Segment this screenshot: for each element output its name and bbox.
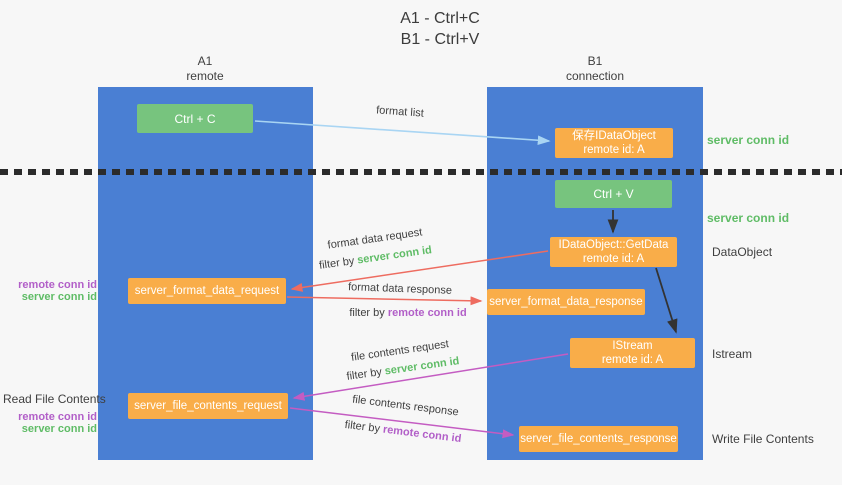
label-format-list: format list	[375, 104, 425, 120]
label-server-conn-id: server conn id	[21, 291, 97, 303]
node-server-file-contents-request: server_file_contents_request	[128, 393, 288, 419]
label-remote-conn-id: remote conn id	[18, 411, 97, 423]
save-idataobject-line1: 保存IDataObject	[572, 130, 656, 142]
label-format-data-response: format data response	[347, 281, 453, 297]
node-server-format-data-request: server_format_data_request	[128, 278, 286, 304]
filter-key-server-conn-id: server conn id	[356, 244, 433, 267]
label-remote-conn-id: remote conn id	[18, 279, 97, 291]
filter-key-server-conn-id: server conn id	[383, 355, 461, 378]
ctrl-c-label: Ctrl + C	[174, 111, 216, 126]
label-server-conn-id-mid: server conn id	[707, 211, 790, 225]
filter-prefix: filter by	[344, 418, 384, 436]
server-format-data-response-label: server_format_data_response	[489, 296, 643, 308]
filter-prefix: filter by	[349, 307, 388, 319]
node-server-file-contents-response: server_file_contents_response	[519, 426, 678, 452]
session-divider-dotted-line	[0, 169, 842, 175]
label-dataobject: DataObject	[712, 245, 773, 259]
label-istream: Istream	[712, 347, 753, 361]
label-server-conn-id: server conn id	[21, 423, 97, 435]
server-format-data-request-label: server_format_data_request	[134, 285, 280, 297]
server-file-contents-request-label: server_file_contents_request	[134, 400, 282, 412]
node-istream: IStream remote id: A	[570, 338, 695, 368]
lane-header-a1: A1 remote	[145, 54, 265, 84]
arrow-format-data-response	[286, 296, 483, 306]
server-file-contents-response-label: server_file_contents_response	[520, 433, 677, 445]
diagram-title: A1 - Ctrl+C B1 - Ctrl+V	[340, 8, 540, 50]
label-write-file-contents: Write File Contents	[712, 432, 814, 446]
filter-key-remote-conn-id: remote conn id	[387, 307, 467, 319]
filter-prefix: filter by	[345, 365, 386, 383]
node-ctrl-c: Ctrl + C	[137, 104, 253, 133]
label-read-file-contents: Read File Contents	[3, 392, 106, 406]
lane-b1-subtitle: connection	[565, 69, 625, 83]
filter-prefix: filter by	[318, 254, 359, 272]
title-line-ctrl-c: A1 - Ctrl+C	[400, 10, 480, 27]
istream-line1: IStream	[612, 340, 653, 352]
getdata-line1: IDataObject::GetData	[558, 239, 669, 251]
filter-key-remote-conn-id: remote conn id	[382, 423, 462, 446]
node-save-idataobject: 保存IDataObject remote id: A	[555, 128, 673, 158]
label-format-conn-ids: remote conn id server conn id	[10, 279, 97, 303]
getdata-line2: remote id: A	[582, 253, 645, 265]
lane-a1-name: A1	[197, 54, 213, 68]
node-ctrl-v: Ctrl + V	[555, 180, 672, 208]
node-idataobject-getdata: IDataObject::GetData remote id: A	[550, 237, 677, 267]
save-idataobject-line2: remote id: A	[583, 144, 645, 156]
lane-a1-subtitle: remote	[186, 69, 224, 83]
label-server-conn-id-top: server conn id	[707, 133, 790, 147]
lane-header-b1: B1 connection	[535, 54, 655, 84]
ctrl-v-label: Ctrl + V	[593, 187, 634, 201]
label-filter-format-response: filter by remote conn id	[333, 307, 483, 319]
label-filter-file-response: filter by remote conn id	[328, 417, 478, 447]
label-file-conn-ids: remote conn id server conn id	[10, 411, 97, 435]
node-server-format-data-response: server_format_data_response	[487, 289, 645, 315]
istream-line2: remote id: A	[601, 354, 664, 366]
lane-b1-name: B1	[587, 54, 603, 68]
title-line-ctrl-v: B1 - Ctrl+V	[400, 31, 480, 48]
label-file-contents-response: file contents response	[351, 393, 460, 419]
